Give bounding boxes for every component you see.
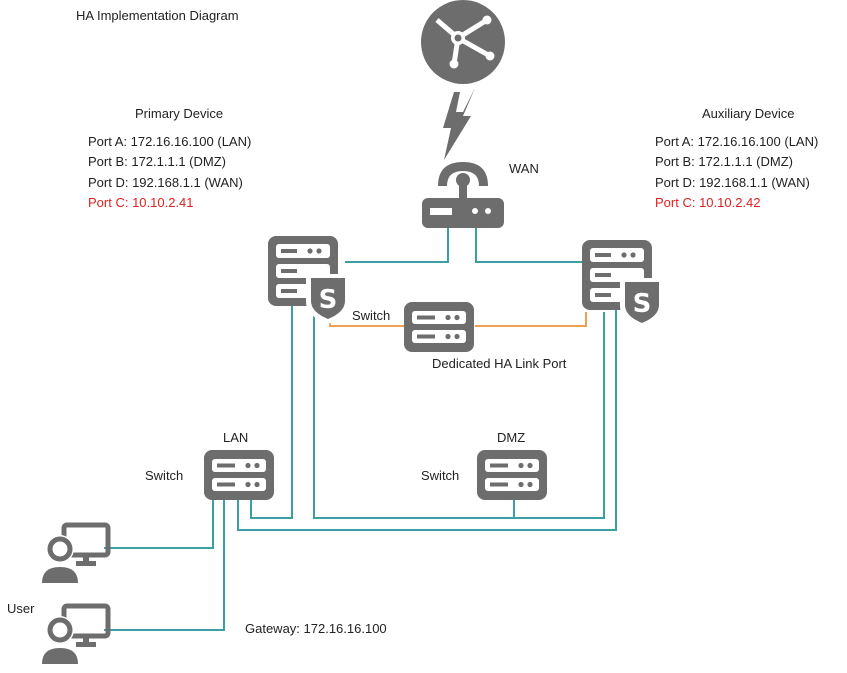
lan-label: LAN bbox=[223, 430, 248, 445]
ha-link-label: Dedicated HA Link Port bbox=[432, 356, 567, 371]
diagram-title: HA Implementation Diagram bbox=[76, 8, 239, 23]
user-link-1 bbox=[104, 500, 214, 549]
wan-label: WAN bbox=[509, 161, 539, 176]
internet-globe-icon bbox=[421, 0, 505, 84]
ha-switch-icon bbox=[404, 302, 474, 352]
lan-link-auxiliary bbox=[237, 310, 617, 531]
primary-port-b: Port B: 172.1.1.1 (DMZ) bbox=[88, 154, 226, 169]
primary-port-a: Port A: 172.16.16.100 (LAN) bbox=[88, 134, 251, 149]
user-label: User bbox=[7, 601, 35, 616]
gateway-label: Gateway: 172.16.16.100 bbox=[245, 621, 387, 636]
connection-lines bbox=[104, 228, 617, 631]
dmz-switch-icon bbox=[477, 450, 547, 500]
auxiliary-port-b: Port B: 172.1.1.1 (DMZ) bbox=[655, 154, 793, 169]
primary-port-d: Port D: 192.168.1.1 (WAN) bbox=[88, 175, 243, 190]
user-computer-icon bbox=[38, 525, 108, 585]
lightning-bolt-icon bbox=[443, 88, 475, 160]
wan-router-icon bbox=[422, 162, 504, 228]
primary-firewall-icon bbox=[268, 236, 350, 324]
primary-device-heading: Primary Device bbox=[135, 106, 223, 121]
dmz-link-primary bbox=[313, 305, 605, 519]
dmz-label: DMZ bbox=[497, 430, 525, 445]
user-link-2 bbox=[104, 500, 225, 631]
primary-port-c: Port C: 10.10.2.41 bbox=[88, 195, 194, 210]
user-computer-icon bbox=[38, 606, 108, 666]
auxiliary-port-d: Port D: 192.168.1.1 (WAN) bbox=[655, 175, 810, 190]
ha-link-auxiliary bbox=[475, 312, 587, 327]
auxiliary-firewall-icon bbox=[582, 240, 664, 328]
wan-link-auxiliary bbox=[475, 228, 586, 263]
auxiliary-port-c: Port C: 10.10.2.42 bbox=[655, 195, 761, 210]
ha-switch-label: Switch bbox=[352, 308, 390, 323]
wan-link-primary bbox=[345, 228, 449, 263]
dmz-switch-label: Switch bbox=[421, 468, 459, 483]
auxiliary-port-a: Port A: 172.16.16.100 (LAN) bbox=[655, 134, 818, 149]
lan-link-primary bbox=[250, 305, 293, 519]
lan-switch-icon bbox=[204, 450, 274, 500]
lan-switch-label: Switch bbox=[145, 468, 183, 483]
auxiliary-device-heading: Auxiliary Device bbox=[702, 106, 794, 121]
